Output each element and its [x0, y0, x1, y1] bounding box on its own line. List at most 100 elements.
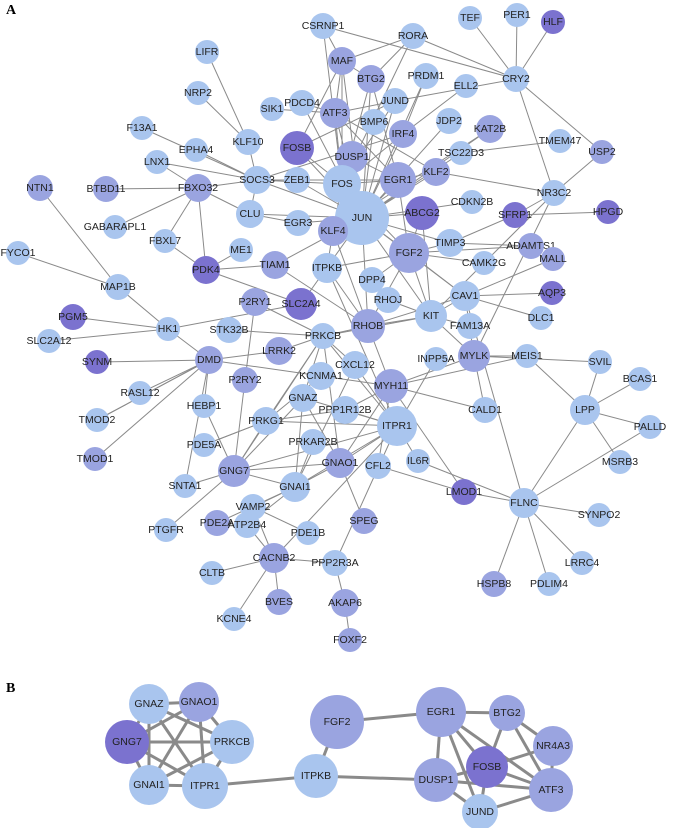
node-circle — [361, 109, 387, 135]
node-gnaz-a: GNAZ — [288, 384, 318, 412]
node-label: LNX1 — [144, 156, 170, 168]
edge-palld-flnc-a — [523, 426, 651, 504]
node-label: F13A1 — [127, 122, 158, 134]
node-label: KAT2B — [474, 123, 506, 135]
node-circle — [436, 108, 462, 134]
node-klf10-a: KLF10 — [233, 129, 264, 155]
node-lmod1-a: LMOD1 — [446, 479, 482, 505]
node-label: FLNC — [510, 497, 538, 509]
node-itpr1-b: ITPR1 — [182, 763, 228, 809]
edge-gng7-gnao1-a — [233, 462, 341, 472]
node-kit-a: KIT — [415, 300, 447, 332]
node-circle — [472, 251, 496, 275]
node-circle — [628, 367, 652, 391]
node-circle — [195, 346, 223, 374]
edge-cry2-nr3c2-a — [515, 78, 555, 194]
node-tiam1-a: TIAM1 — [260, 251, 291, 279]
edge-stk32b-prkcb-a — [228, 329, 324, 337]
node-circle — [186, 81, 210, 105]
edge-cry2-usp2-a — [515, 78, 603, 153]
node-label: DPP4 — [358, 274, 386, 286]
edge-tmod2-dmd-a — [96, 359, 210, 421]
node-pdcd4-a: PDCD4 — [284, 90, 320, 116]
node-circle — [280, 472, 310, 502]
node-egr1-b: EGR1 — [416, 687, 466, 737]
node-jund-a: JUND — [381, 88, 409, 114]
node-fosb-a: FOSB — [280, 131, 314, 165]
node-circle — [310, 323, 336, 349]
node-circle — [351, 508, 377, 534]
node-itpr1-a: ITPR1 — [377, 406, 417, 446]
edge-lpp-flnc-a — [523, 409, 586, 504]
node-label: NR3C2 — [537, 187, 572, 199]
node-label: GNAI1 — [133, 779, 165, 791]
node-circle — [588, 350, 612, 374]
node-circle — [380, 162, 416, 198]
node-label: HEBP1 — [187, 400, 222, 412]
node-circle — [389, 233, 429, 273]
node-irf4-a: IRF4 — [389, 120, 417, 148]
edge-fyco1-map1b-a — [17, 252, 119, 288]
node-circle — [460, 190, 484, 214]
node-circle — [328, 47, 356, 75]
node-label: MYLK — [460, 350, 489, 362]
node-dusp1-b: DUSP1 — [414, 758, 458, 802]
node-label: DUSP1 — [334, 151, 369, 163]
node-label: CSRNP1 — [302, 20, 345, 32]
node-circle — [128, 381, 152, 405]
node-circle — [338, 628, 362, 652]
node-label: IL6R — [407, 455, 430, 467]
node-label: GNAO1 — [181, 696, 218, 708]
node-circle — [587, 503, 611, 527]
node-circle — [466, 746, 508, 788]
node-circle — [252, 407, 280, 435]
node-circle — [529, 306, 553, 330]
node-circle — [192, 394, 216, 418]
edge-irf4-socs3-a — [256, 133, 404, 181]
node-label: ZEB1 — [284, 174, 310, 186]
node-label: NTN1 — [26, 182, 54, 194]
node-cfl2-a: CFL2 — [365, 453, 391, 479]
node-circle — [232, 367, 258, 393]
node-prkcb-a: PRKCB — [305, 323, 341, 349]
node-bves-a: BVES — [265, 589, 293, 615]
node-label: FGF2 — [324, 716, 351, 728]
node-circle — [260, 97, 284, 121]
node-label: AQP3 — [538, 287, 566, 299]
node-tmod1-a: TMOD1 — [77, 447, 114, 471]
node-circle — [541, 180, 567, 206]
node-circle — [596, 200, 620, 224]
node-label: KIT — [423, 310, 440, 322]
node-circle — [638, 415, 662, 439]
node-me1-a: ME1 — [229, 238, 253, 262]
node-circle — [505, 3, 529, 27]
node-label: HK1 — [158, 323, 179, 335]
node-circle — [6, 241, 30, 265]
node-gnai1-b: GNAI1 — [129, 765, 169, 805]
node-circle — [451, 479, 477, 505]
node-socs3-a: SOCS3 — [239, 166, 275, 194]
node-label: BMP6 — [360, 116, 389, 128]
node-label: BCAS1 — [623, 373, 658, 385]
node-circle — [289, 384, 317, 412]
node-jund-b: JUND — [462, 794, 498, 828]
node-label: GNG7 — [219, 465, 249, 477]
edge-ntn1-map1b-a — [39, 187, 119, 288]
node-circle — [173, 474, 197, 498]
node-label: DMD — [197, 354, 221, 366]
node-snta1-a: SNTA1 — [168, 474, 202, 498]
node-label: JUND — [381, 95, 409, 107]
node-label: MAF — [331, 55, 353, 67]
node-epha4-a: EPHA4 — [179, 138, 213, 162]
node-label: PPP2R3A — [311, 557, 358, 569]
node-itpkb-a: ITPKB — [312, 253, 342, 283]
node-kcne4-a: KCNE4 — [216, 607, 252, 631]
edge-atf3-klf2-a — [334, 112, 437, 173]
node-label: FOSB — [283, 142, 312, 154]
node-circle — [105, 274, 131, 300]
node-circle — [458, 6, 482, 30]
node-label: TIMP3 — [435, 237, 466, 249]
node-label: ELL2 — [454, 80, 479, 92]
edge-tiam1-rhob-a — [274, 264, 369, 327]
node-circle — [529, 768, 573, 812]
